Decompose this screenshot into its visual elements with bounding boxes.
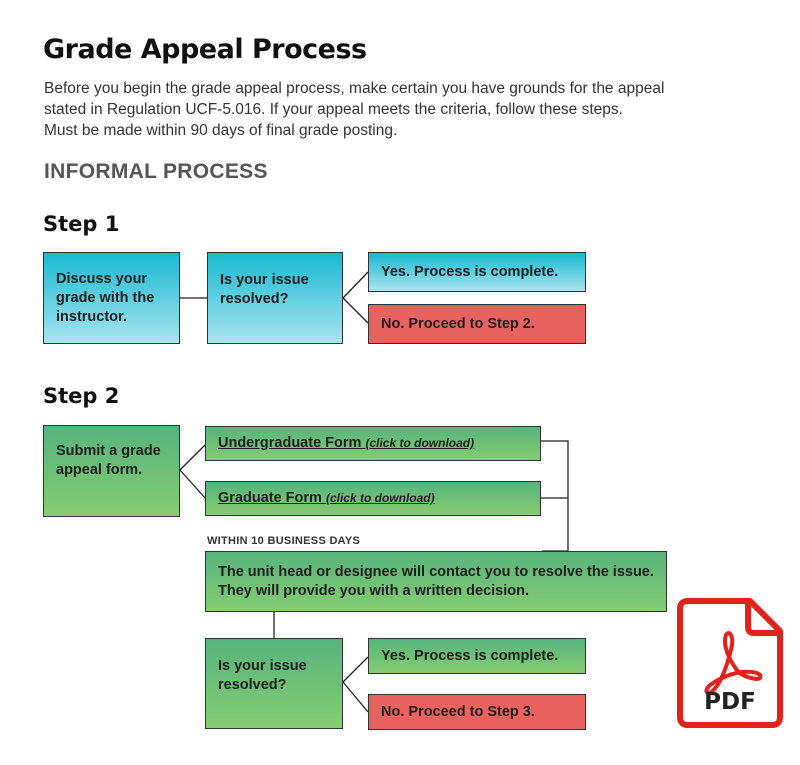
- intro-line-3: Must be made within 90 days of final gra…: [44, 122, 398, 139]
- connector-submit-to-undergrad: [179, 444, 206, 471]
- step-1-yes-text: Yes. Process is complete.: [381, 263, 559, 280]
- intro-line-1: Before you begin the grade appeal proces…: [44, 80, 665, 97]
- intro-line-2: stated in Regulation UCF-5.016. If your …: [44, 101, 623, 118]
- section-heading: INFORMAL PROCESS: [44, 160, 268, 183]
- step-2-yes-text: Yes. Process is complete.: [381, 647, 559, 664]
- step-2-yes-box: Yes. Process is complete.: [368, 638, 586, 674]
- submit-form-box: Submit a grade appeal form.: [43, 425, 180, 517]
- connector-question-to-no: [342, 297, 369, 324]
- graduate-form-hint: (click to download): [325, 491, 435, 505]
- graduate-form-link[interactable]: Graduate Form (click to download): [218, 489, 435, 508]
- submit-form-text: Submit a grade appeal form.: [56, 443, 161, 478]
- step-1-yes-box: Yes. Process is complete.: [368, 252, 586, 292]
- step-1-question-box: Is your issue resolved?: [207, 252, 343, 344]
- step-2-no-text: No. Proceed to Step 3.: [381, 703, 535, 720]
- connector-forms-to-contact: [541, 440, 569, 552]
- undergraduate-form-box[interactable]: Undergraduate Form (click to download): [205, 426, 541, 461]
- undergraduate-form-link[interactable]: Undergraduate Form (click to download): [218, 434, 474, 453]
- step-1-heading: Step 1: [43, 212, 120, 236]
- step-2-no-box: No. Proceed to Step 3.: [368, 694, 586, 730]
- connector-question2-to-no: [342, 681, 369, 713]
- undergraduate-form-label: Undergraduate Form: [218, 435, 362, 451]
- discuss-instructor-text: Discuss your grade with the instructor.: [56, 270, 155, 325]
- unit-head-contact-box: The unit head or designee will contact y…: [205, 551, 667, 612]
- step-1-no-text: No. Proceed to Step 2.: [381, 315, 535, 332]
- connector-submit-to-grad: [179, 469, 206, 499]
- acrobat-logo-icon: [704, 631, 763, 695]
- step-1-question-text: Is your issue resolved?: [220, 272, 309, 307]
- step-2-heading: Step 2: [43, 384, 120, 408]
- step-2-question-box: Is your issue resolved?: [205, 638, 343, 729]
- page-title: Grade Appeal Process: [43, 34, 367, 65]
- unit-head-contact-text: The unit head or designee will contact y…: [218, 563, 654, 599]
- discuss-instructor-box: Discuss your grade with the instructor.: [43, 252, 180, 344]
- step-1-no-box: No. Proceed to Step 2.: [368, 304, 586, 344]
- connector-question2-to-yes: [342, 656, 369, 683]
- undergraduate-form-hint: (click to download): [365, 436, 475, 450]
- intro-text: Before you begin the grade appeal proces…: [44, 78, 744, 141]
- connector-question-to-yes: [342, 271, 369, 299]
- graduate-form-label: Graduate Form: [218, 490, 322, 506]
- graduate-form-box[interactable]: Graduate Form (click to download): [205, 481, 541, 516]
- deadline-note: WITHIN 10 BUSINESS DAYS: [207, 535, 361, 547]
- pdf-file-icon: [677, 598, 783, 728]
- pdf-download-icon[interactable]: PDF: [676, 597, 784, 729]
- step-2-question-text: Is your issue resolved?: [218, 658, 307, 693]
- pdf-label: PDF: [704, 689, 756, 715]
